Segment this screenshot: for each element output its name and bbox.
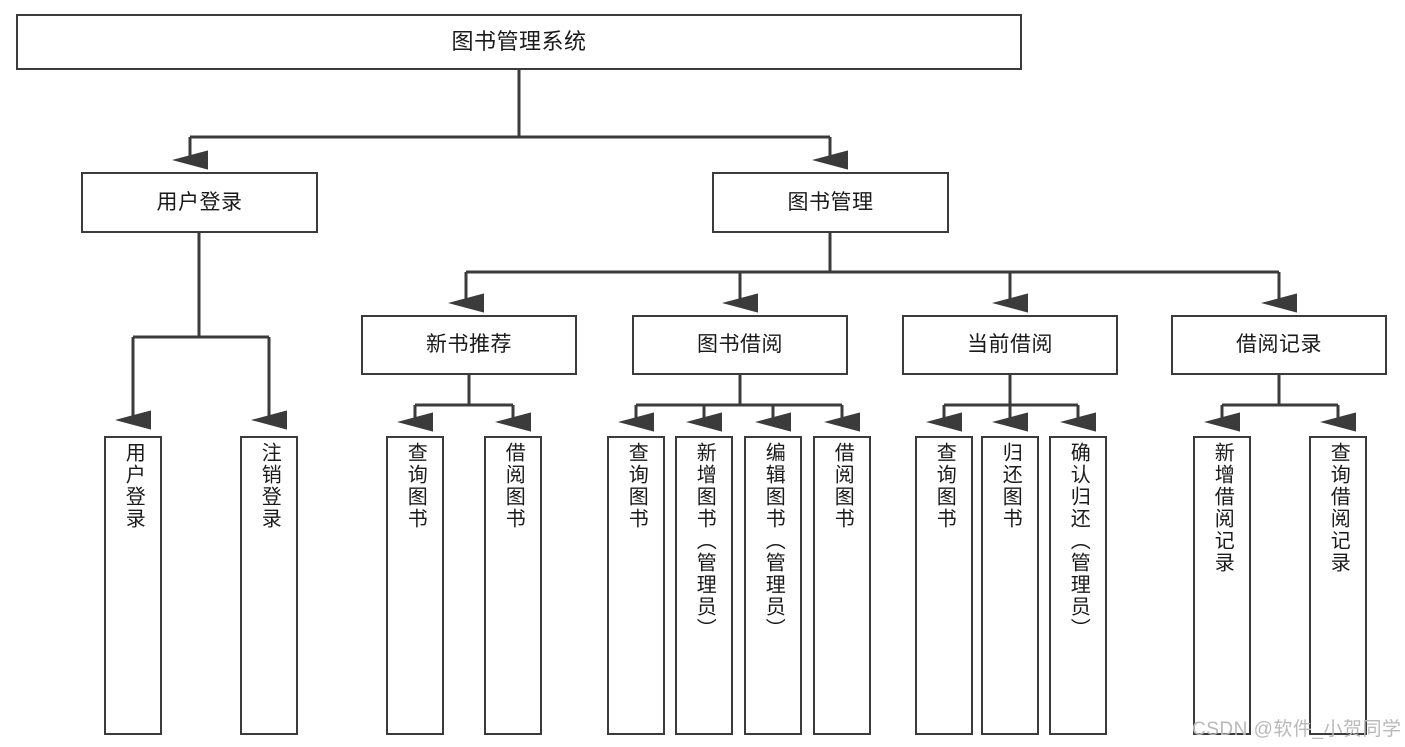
leaf-current-return-book[interactable]: 归还图书 [981,436,1039,735]
leaf-borrow-borrow-book[interactable]: 借阅图书 [813,436,871,735]
node-label: 用户登录 [122,442,145,530]
node-user-login[interactable]: 用户登录 [81,172,318,233]
node-label: 新书推荐 [426,333,512,357]
node-root-system[interactable]: 图书管理系统 [16,14,1022,70]
node-label: 图书管理系统 [451,28,587,54]
node-new-book-recommend[interactable]: 新书推荐 [361,315,577,375]
node-label: 图书管理 [787,190,874,214]
leaf-record-add-record[interactable]: 新增借阅记录 [1193,436,1251,735]
leaf-user-login-signin[interactable]: 用户登录 [104,436,162,735]
node-label: 借阅记录 [1236,333,1322,357]
node-label: 新增借阅记录 [1211,442,1234,574]
node-label: 新增图书（管理员） [693,442,716,640]
node-label: 查询图书 [404,442,427,530]
node-label: 查询借阅记录 [1327,442,1350,574]
node-label: 归还图书 [999,442,1022,530]
node-book-management[interactable]: 图书管理 [712,172,949,233]
node-label: 注销登录 [258,442,281,530]
node-label: 图书借阅 [697,333,783,357]
leaf-recommend-borrow-book[interactable]: 借阅图书 [484,436,542,735]
node-label: 用户登录 [156,190,243,214]
leaf-borrow-add-book-admin[interactable]: 新增图书（管理员） [675,436,733,735]
node-label: 当前借阅 [967,333,1053,357]
leaf-borrow-query-book[interactable]: 查询图书 [607,436,665,735]
node-label: 编辑图书（管理员） [762,442,785,640]
node-book-borrow[interactable]: 图书借阅 [632,315,848,375]
leaf-current-query-book[interactable]: 查询图书 [915,436,973,735]
csdn-watermark: CSDN @软件_小贺同学 [1192,719,1402,740]
leaf-borrow-edit-book-admin[interactable]: 编辑图书（管理员） [744,436,802,735]
leaf-recommend-query-book[interactable]: 查询图书 [386,436,444,735]
node-label: 确认归还（管理员） [1067,442,1090,640]
leaf-current-confirm-return-admin[interactable]: 确认归还（管理员） [1049,436,1107,735]
node-label: 查询图书 [933,442,956,530]
node-label: 借阅图书 [502,442,525,530]
node-label: 查询图书 [625,442,648,530]
node-borrow-record[interactable]: 借阅记录 [1171,315,1387,375]
node-current-borrow[interactable]: 当前借阅 [902,315,1118,375]
leaf-record-query-record[interactable]: 查询借阅记录 [1309,436,1367,735]
leaf-user-login-signout[interactable]: 注销登录 [240,436,298,735]
node-label: 借阅图书 [831,442,854,530]
